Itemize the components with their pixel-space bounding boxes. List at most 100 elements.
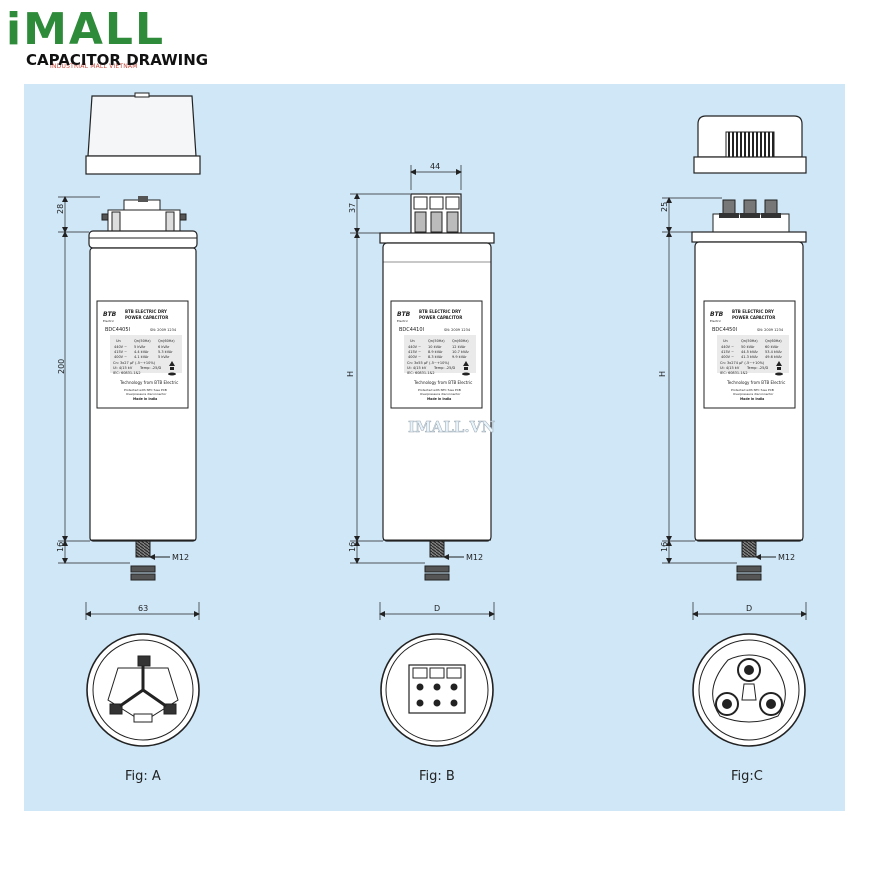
terminal-block-b [410, 193, 462, 235]
logo-tagline: INDUSTRIAL MALL VIETNAM [50, 63, 138, 70]
ui-c: Ui: 4/15 kV [720, 366, 740, 370]
serial-c: SN: 2009 1234 [757, 328, 784, 332]
iec-a: IEC: 60831-1&2 [113, 371, 141, 375]
warning-icon [463, 361, 469, 366]
top-view-a [86, 633, 200, 747]
made-c: Made in India [740, 397, 764, 401]
row-cell: 6 kVAr [158, 345, 170, 349]
dim-body-b: H [346, 371, 355, 377]
row-cell: 8.9 kVAr [428, 350, 443, 354]
dimension-lines-c [662, 197, 807, 620]
capacitance-c: Cn: 3x274 µF (-5~+10%) [720, 361, 765, 365]
mounting-stud-b [424, 540, 464, 581]
head-q60-c: Qn(60Hz) [765, 339, 782, 343]
figure-c: BTB Electric BTB ELECTRIC DRY POWER CAPA… [658, 115, 807, 784]
dim-bottom-a: 16 [56, 542, 65, 552]
capacitance-a: Cn: 3x27 µF (-5~+10%) [113, 361, 156, 365]
caption-fig-b: Fig: B [419, 769, 455, 784]
dim-body-a: 200 [57, 359, 66, 374]
row-cell: 50 kVAr [741, 345, 755, 349]
dim-width-a: 63 [138, 604, 148, 613]
row-cell: 49.6 kVAr [765, 355, 782, 359]
head-un-c: Un [723, 339, 728, 343]
dim-bottom-b: 16 [348, 542, 357, 552]
capacitance-b: Cn: 3x55 µF (-5~+10%) [407, 361, 450, 365]
label-product-c: POWER CAPACITOR [732, 315, 775, 320]
note1-a: Protected with NTC fuse PCB [124, 388, 167, 392]
warning-icon [776, 361, 782, 366]
made-b: Made in India [427, 397, 451, 401]
row-cell: 41.3 kVAr [741, 355, 758, 359]
dimension-lines-a [58, 196, 200, 620]
row-cell: 415V ~ [721, 350, 734, 354]
row-cell: 60 kVAr [765, 345, 779, 349]
terminal-cover-a [85, 92, 201, 175]
caption-fig-a: Fig: A [125, 769, 161, 784]
temp-c: Temp: -25/D [746, 366, 769, 370]
ui-b: Ui: 4/15 kV [407, 366, 427, 370]
dim-top-c: 25 [660, 202, 669, 212]
row-cell: 4.1 kVAr [134, 355, 149, 359]
nameplate-a: BTB Electric BTB ELECTRIC DRY POWER CAPA… [96, 300, 189, 409]
mounting-stud-a [130, 540, 170, 581]
top-view-b [380, 633, 494, 747]
head-q60-b: Qn(60Hz) [452, 339, 469, 343]
serial-a: SN: 2009 1234 [150, 328, 177, 332]
label-company-a: BTB ELECTRIC DRY [125, 309, 167, 314]
label-company-c: BTB ELECTRIC DRY [732, 309, 774, 314]
iec-c: IEC: 60831-1&2 [720, 371, 748, 375]
bin-icon [777, 367, 781, 370]
head-q50-b: Qn(50Hz) [428, 339, 445, 343]
row-cell: 9.9 kVAr [452, 355, 467, 359]
top-view-c [692, 633, 806, 747]
terminal-cover-c [693, 115, 807, 174]
dim-body-c: H [658, 371, 667, 377]
dim-top-a: 28 [56, 204, 65, 214]
terminal-block-a [101, 196, 187, 233]
head-un-a: Un [116, 339, 121, 343]
bin-icon [170, 367, 174, 370]
model-b: BDC4410I [399, 327, 424, 333]
row-cell: 440V ~ [114, 345, 127, 349]
ce-mark-icon [462, 372, 470, 376]
temp-a: Temp: -25/D [139, 366, 162, 370]
row-cell: 53.4 kVAr [765, 350, 782, 354]
row-cell: 5 kVAr [158, 355, 170, 359]
temp-b: Temp: -25/D [433, 366, 456, 370]
logo-brand: iMALL [6, 4, 165, 55]
imall-logo[interactable]: iMALL INDUSTRIAL MALL VIETNAM CAPACITOR … [6, 4, 246, 71]
row-cell: 5 kVAr [134, 345, 146, 349]
thread-label-b: M12 [466, 553, 483, 562]
model-c: BDC4450I [712, 327, 737, 333]
note2-b: Overpressure disconnector [420, 392, 461, 396]
thread-label-a: M12 [172, 553, 189, 562]
row-cell: 415V ~ [408, 350, 421, 354]
label-company-b: BTB ELECTRIC DRY [419, 309, 461, 314]
head-q50-c: Qn(50Hz) [741, 339, 758, 343]
note1-c: Protected with NTC fuse PCB [731, 388, 774, 392]
iec-b: IEC: 60831-1&2 [407, 371, 435, 375]
dim-terminal-b: 44 [430, 162, 440, 171]
serial-b: SN: 2009 1234 [444, 328, 471, 332]
thread-label-c: M12 [778, 553, 795, 562]
technology-c: Technology from BTB Electric [726, 380, 785, 385]
figure-b: BTB Electric BTB ELECTRIC DRY POWER CAPA… [346, 162, 495, 784]
nameplate-c: BTB Electric BTB ELECTRIC DRY POWER CAPA… [703, 300, 796, 409]
model-a: BDC4405I [105, 327, 130, 333]
terminal-block-c [712, 199, 790, 233]
head-un-b: Un [410, 339, 415, 343]
caption-fig-c: Fig:C [731, 769, 763, 784]
head-q60-a: Qn(60Hz) [158, 339, 175, 343]
row-cell: 8.3 kVAr [428, 355, 443, 359]
row-cell: 5.3 kVAr [158, 350, 173, 354]
row-cell: 400V ~ [408, 355, 421, 359]
row-cell: 440V ~ [721, 345, 734, 349]
technology-a: Technology from BTB Electric [119, 380, 178, 385]
ce-mark-icon [775, 372, 783, 376]
note1-b: Protected with NTC fuse PCB [418, 388, 461, 392]
dim-top-b: 37 [348, 203, 357, 213]
dim-width-c: D [746, 604, 752, 613]
ui-a: Ui: 4/15 kV [113, 366, 133, 370]
nameplate-b: BTB Electric BTB ELECTRIC DRY POWER CAPA… [390, 300, 483, 409]
